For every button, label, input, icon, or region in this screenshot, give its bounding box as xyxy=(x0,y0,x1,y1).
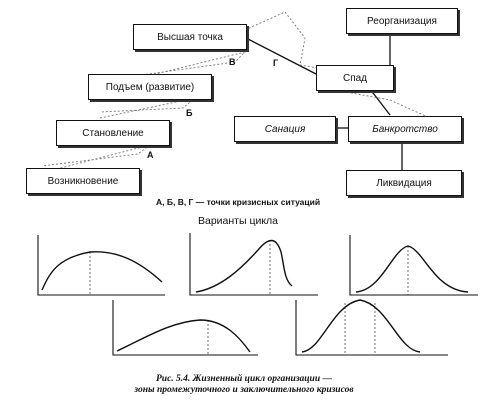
cycle-curves xyxy=(37,233,478,356)
box-sanation: Санация xyxy=(234,116,336,142)
crisis-zone-v xyxy=(114,51,247,85)
box-rise: Подъем (развитие) xyxy=(88,74,212,100)
figure-caption: Рис. 5.4. Жизненный цикл организации — з… xyxy=(64,374,424,396)
crisis-zone-g xyxy=(244,11,331,71)
cycle-axes-1 xyxy=(37,235,165,296)
crisis-legend: А, Б, В, Г — точки кризисных ситуаций xyxy=(156,197,321,207)
crisis-zone-b xyxy=(99,97,196,119)
crisis-point-g: Г xyxy=(273,58,279,68)
box-liquidation: Ликвидация xyxy=(346,170,462,196)
cycle-curve-3 xyxy=(355,245,469,293)
cycle-curve-1 xyxy=(41,251,163,291)
box-reorganization-label: Реорганизация xyxy=(367,15,437,27)
cycle-curve-2 xyxy=(195,239,293,293)
crisis-zones xyxy=(41,11,431,173)
cycle-axes-5 xyxy=(295,300,448,356)
connector-decline-bankruptcy xyxy=(369,88,391,116)
variants-title: Варианты цикла xyxy=(198,215,279,227)
cycle-curve-4 xyxy=(116,319,251,353)
box-decline-label: Спад xyxy=(342,72,368,84)
cycle-axes-4 xyxy=(112,300,258,356)
crisis-point-a: А xyxy=(147,150,154,160)
crisis-point-b: Б xyxy=(186,108,193,118)
box-peak-label: Высшая точка xyxy=(157,31,223,43)
connector-peak-decline xyxy=(247,38,319,76)
box-emergence: Возникновение xyxy=(26,168,140,194)
box-formation-label: Становление xyxy=(82,127,144,139)
caption-line-2: зоны промежуточного и заключительного кр… xyxy=(134,385,354,395)
box-emergence-label: Возникновение xyxy=(47,175,119,187)
crisis-point-v: В xyxy=(229,57,236,67)
box-reorganization: Реорганизация xyxy=(346,8,458,34)
box-liquidation-label: Ликвидация xyxy=(376,177,432,189)
box-formation: Становление xyxy=(56,120,170,146)
box-sanation-label: Санация xyxy=(264,123,306,135)
cycle-axes-2 xyxy=(189,233,318,296)
box-bankruptcy-label: Банкротство xyxy=(372,123,438,135)
box-bankruptcy: Банкротство xyxy=(348,116,462,142)
crisis-zone-g2 xyxy=(334,89,431,119)
cycle-curve-5 xyxy=(301,299,421,353)
box-rise-label: Подъем (развитие) xyxy=(105,81,195,93)
caption-line-1: Рис. 5.4. Жизненный цикл организации — xyxy=(156,374,332,384)
cycle-axes-3 xyxy=(349,235,478,296)
box-peak: Высшая точка xyxy=(133,24,247,50)
box-decline: Спад xyxy=(316,65,394,91)
